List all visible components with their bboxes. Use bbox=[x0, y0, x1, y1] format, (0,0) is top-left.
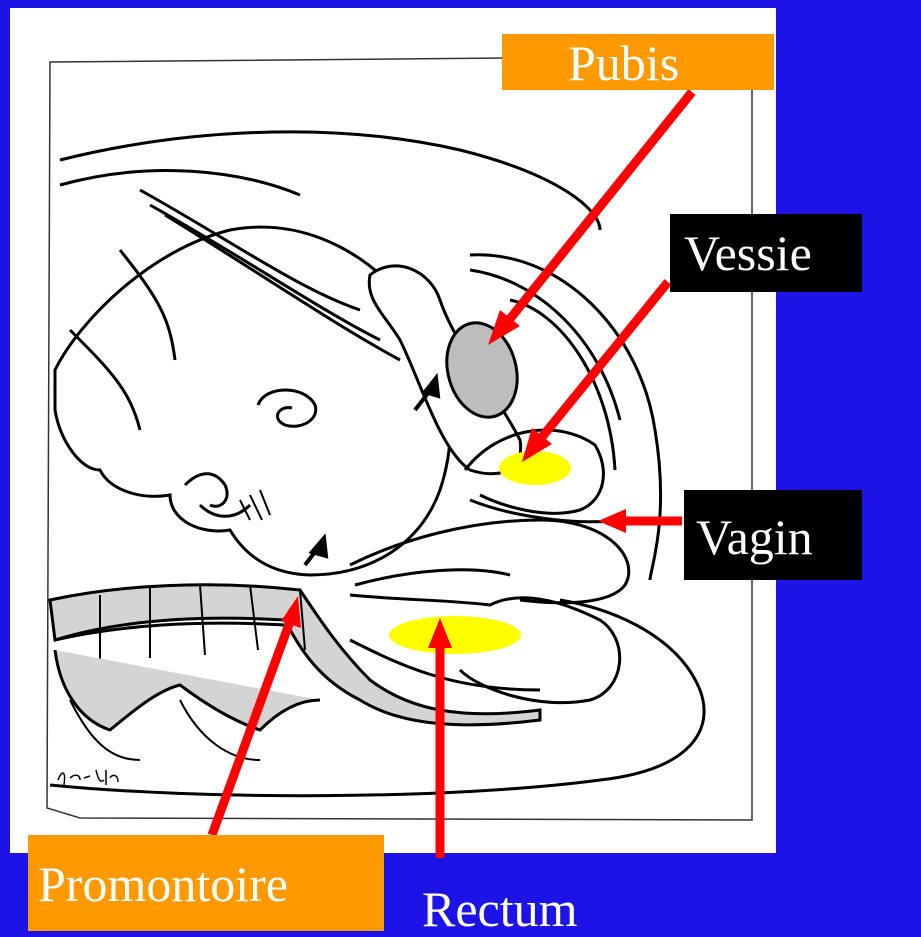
rectum-label: Rectum bbox=[400, 858, 600, 931]
pubis-label: Pubis bbox=[502, 34, 774, 90]
bladder-highlight bbox=[499, 451, 571, 485]
promontoire-label: Promontoire bbox=[28, 835, 384, 931]
vagin-label: Vagin bbox=[684, 490, 862, 580]
rectum-highlight bbox=[389, 616, 521, 654]
vessie-label: Vessie bbox=[670, 214, 862, 292]
